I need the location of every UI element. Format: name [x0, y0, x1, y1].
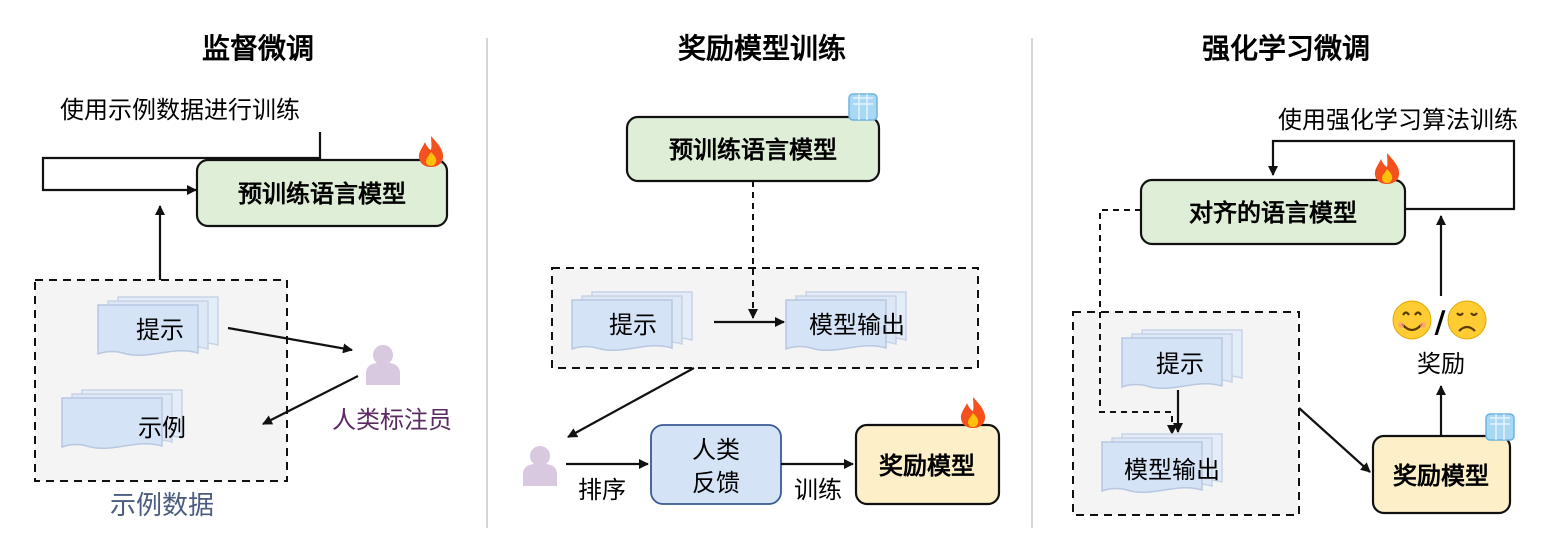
- rl-reward-model-label: 奖励模型: [1393, 461, 1489, 490]
- person-icon: [366, 345, 400, 385]
- sft-loop-label: 使用示例数据进行训练: [60, 96, 300, 124]
- rl-region-to-reward-arrow: [1298, 407, 1371, 473]
- sft-example-label: 示例: [138, 414, 186, 442]
- rl-aligned-model-label: 对齐的语言模型: [1189, 198, 1357, 227]
- rm-output-label: 模型输出: [809, 311, 905, 339]
- sft-annotator-label: 人类标注员: [332, 406, 452, 434]
- panel-rl-finetuning: 强化学习微调 使用强化学习算法训练 对齐的语言模型 提示 模型输出 奖励模型 奖…: [1072, 32, 1518, 516]
- panel-reward-model-training: 奖励模型训练 预训练语言模型 提示 模型输出 排序 人类 反馈 训练 奖励模型: [523, 32, 1001, 506]
- sft-data-label: 示例数据: [110, 491, 214, 521]
- rm-train-label: 训练: [794, 476, 842, 504]
- rm-rank-label: 排序: [578, 476, 626, 504]
- panel-supervised-finetuning: 监督微调 使用示例数据进行训练 预训练语言模型 提示 示例 人类标注员 示例数据: [34, 32, 452, 521]
- rm-prompt-label: 提示: [609, 311, 657, 339]
- rl-prompt-label: 提示: [1156, 350, 1204, 378]
- ice-icon: [1485, 413, 1515, 441]
- rm-feedback-label-1: 人类: [692, 436, 740, 464]
- ice-icon: [848, 93, 878, 121]
- sft-prompt-to-annotator-arrow: [227, 326, 353, 354]
- sft-model-label: 预训练语言模型: [238, 179, 406, 208]
- sft-annotator-to-example-arrow: [262, 375, 359, 425]
- rl-model-to-output-arrow: [1099, 209, 1177, 435]
- fire-icon: [1374, 153, 1400, 184]
- rm-reward-model-box: [854, 423, 1001, 506]
- panel-title-sft: 监督微调: [202, 32, 314, 65]
- sft-prompt-label: 提示: [136, 316, 184, 344]
- rl-aligned-model-box: [1139, 178, 1407, 246]
- fire-icon: [418, 136, 444, 167]
- rm-region-to-human-arrow: [567, 367, 695, 438]
- sad-emoji-icon: [1447, 300, 1487, 340]
- rm-pretrained-model-label: 预训练语言模型: [669, 135, 837, 164]
- sft-model-box: [195, 158, 449, 228]
- rl-loop-arrow: [1268, 139, 1516, 211]
- rm-reward-model-label: 奖励模型: [879, 451, 975, 480]
- rl-reward-signal-label: 奖励: [1417, 350, 1465, 378]
- smile-emoji-icon: [1392, 300, 1432, 340]
- sft-loop-arrow: [41, 132, 322, 195]
- rl-output-label: 模型输出: [1124, 456, 1220, 484]
- rm-feedback-label-2: 反馈: [692, 469, 740, 497]
- panel-title-rl: 强化学习微调: [1202, 32, 1370, 65]
- rl-loop-label: 使用强化学习算法训练: [1278, 106, 1518, 134]
- rl-emoji-slash: /: [1435, 305, 1446, 340]
- fire-icon: [960, 397, 986, 428]
- panel-title-rm: 奖励模型训练: [678, 32, 846, 65]
- person-icon: [523, 446, 557, 486]
